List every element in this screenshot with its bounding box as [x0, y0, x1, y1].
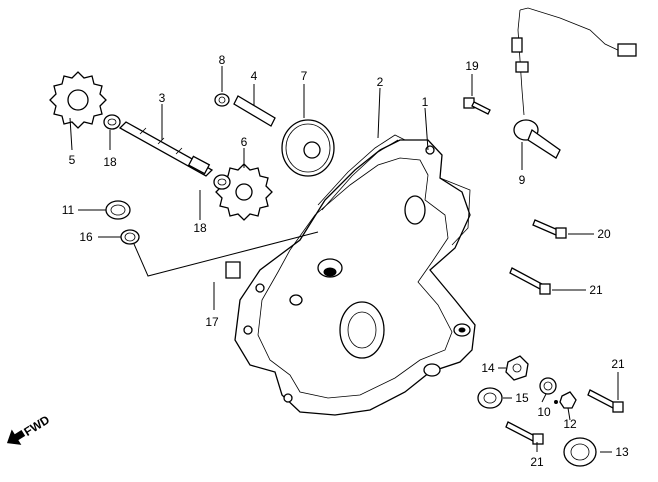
bolt-21c — [505, 421, 544, 445]
callout-21a: 21 — [589, 283, 603, 297]
pin — [233, 95, 276, 127]
bolt-20 — [532, 219, 567, 239]
callout-3: 3 — [159, 91, 166, 105]
callout-14: 14 — [481, 361, 495, 375]
crankcase-cover — [234, 139, 476, 416]
callout-13: 13 — [615, 445, 629, 459]
seal-15 — [477, 387, 503, 409]
callout-21b: 21 — [611, 357, 625, 371]
callout-8: 8 — [219, 53, 226, 67]
gear-5 — [49, 71, 107, 129]
nut-14 — [505, 355, 529, 381]
gear-7 — [281, 119, 335, 177]
callout-2: 2 — [377, 75, 384, 89]
o-ring-16 — [120, 229, 140, 245]
washer-12 — [554, 391, 577, 409]
collar-8 — [214, 93, 230, 107]
bolt-21b — [587, 389, 624, 413]
callout-6: 6 — [241, 135, 248, 149]
leader-lines — [69, 66, 619, 453]
fwd-label: FWD — [21, 412, 52, 439]
callout-18b: 18 — [193, 221, 207, 235]
callout-12: 12 — [563, 417, 577, 431]
callout-21c: 21 — [530, 455, 544, 469]
callout-20: 20 — [597, 227, 611, 241]
callout-labels: 1 2 3 4 5 6 7 8 9 10 11 12 13 14 15 16 1… — [62, 53, 629, 469]
callout-18a: 18 — [103, 155, 117, 169]
gear-6 — [215, 163, 273, 221]
collar-10 — [539, 377, 557, 395]
seal-11 — [105, 200, 131, 220]
dowel-17 — [225, 261, 241, 279]
callout-4: 4 — [251, 69, 258, 83]
callout-5: 5 — [69, 153, 76, 167]
kick-shaft — [118, 121, 214, 177]
callout-1: 1 — [422, 95, 429, 109]
callout-16: 16 — [79, 230, 93, 244]
bolt-19 — [463, 97, 491, 115]
callout-19: 19 — [465, 59, 479, 73]
callout-9: 9 — [519, 173, 526, 187]
speed-sensor — [511, 7, 637, 159]
callout-7: 7 — [301, 69, 308, 83]
callout-11: 11 — [62, 203, 75, 217]
gasket — [317, 134, 406, 211]
circlip-18b — [213, 174, 231, 190]
bolt-21a — [509, 267, 551, 295]
callout-17: 17 — [205, 315, 219, 329]
callout-10: 10 — [537, 405, 551, 419]
seal-13 — [563, 437, 597, 467]
callout-15: 15 — [515, 391, 529, 405]
circlip-18a — [103, 114, 121, 130]
fwd-arrow: FWD — [6, 412, 52, 445]
